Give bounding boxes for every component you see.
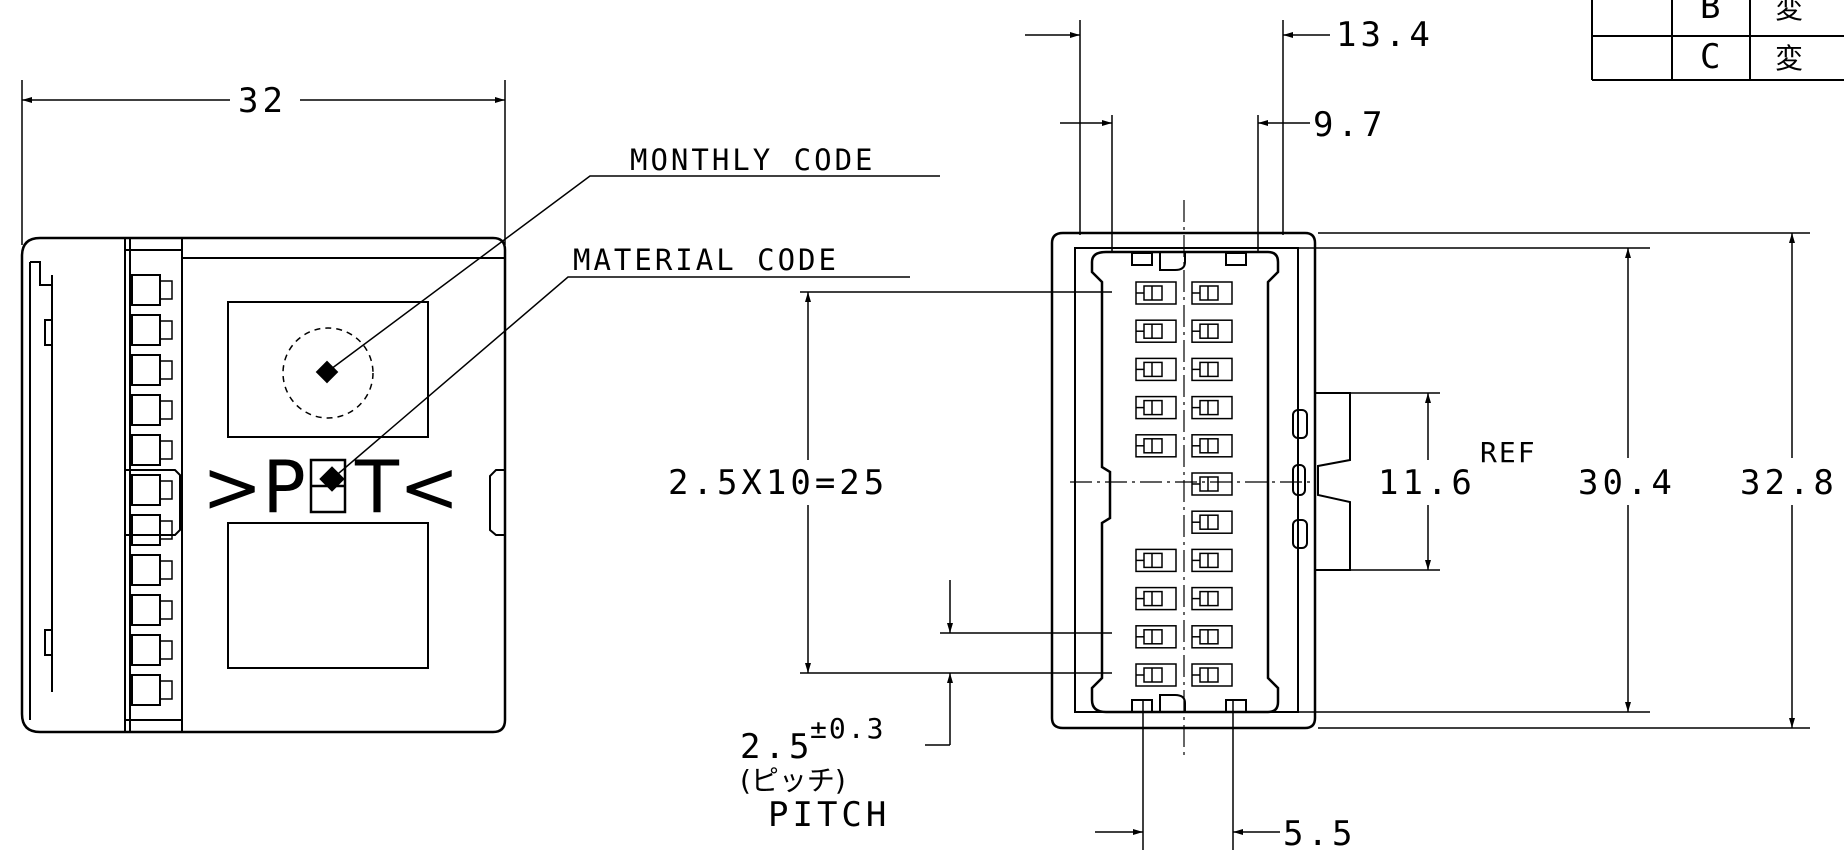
- dim-5-5: 5.5: [1283, 814, 1356, 852]
- terminal-slot: [131, 594, 161, 626]
- terminal-right: [1191, 357, 1233, 382]
- terminal-right: [1191, 472, 1233, 496]
- marking-b-with-marker: [309, 458, 347, 514]
- terminal-right: [1191, 548, 1233, 573]
- monthly-code-circle: [282, 327, 374, 419]
- pitch-tolerance: ±0.3: [810, 712, 885, 745]
- terminal-left: [1135, 548, 1177, 573]
- terminal-right: [1191, 510, 1233, 534]
- terminal-slot-latch: [159, 520, 173, 540]
- terminal-left: [1135, 586, 1177, 611]
- dim-outer-height: 32.8: [1740, 463, 1838, 503]
- dim-width-32: 32: [238, 81, 287, 121]
- terminal-slot: [131, 354, 161, 386]
- connector-body-outline: [20, 236, 507, 734]
- rev-b: B: [1700, 0, 1724, 27]
- rev-b-desc: 変: [1775, 0, 1803, 25]
- terminal-slot-latch: [159, 560, 173, 580]
- terminal-slot: [131, 394, 161, 426]
- pitch-jp-label: (ピッチ): [740, 764, 846, 797]
- revision-table: B 変 C 変: [1591, 0, 1844, 81]
- terminal-left: [1135, 281, 1177, 305]
- terminal-slot: [131, 634, 161, 666]
- terminal-slot-latch: [159, 480, 173, 500]
- mating-face-view: 13.4 9.7 5.5 2.5X10=25 2.5 ±0.3 (ピッチ) PI…: [668, 15, 1838, 852]
- monthly-code-area: [227, 301, 429, 438]
- dim-ref-value: 11.6: [1378, 463, 1476, 503]
- terminal-slot: [131, 314, 161, 346]
- terminal-slot: [131, 474, 161, 506]
- material-code-label: MATERIAL CODE: [573, 243, 839, 277]
- terminal-slot: [131, 674, 161, 706]
- terminal-slot: [131, 434, 161, 466]
- terminal-left: [1135, 319, 1177, 343]
- terminal-right: [1191, 395, 1233, 420]
- terminal-right: [1191, 434, 1233, 458]
- front-view: 32 >P T<: [20, 80, 940, 734]
- terminal-slot-latch: [159, 680, 173, 700]
- terminal-slot: [131, 554, 161, 586]
- monthly-code-label: MONTHLY CODE: [630, 143, 876, 177]
- terminal-right: [1191, 625, 1233, 649]
- terminal-right: [1191, 586, 1233, 611]
- cavity-outline: [1090, 250, 1280, 714]
- terminal-left: [1135, 395, 1177, 420]
- terminal-left: [1135, 357, 1177, 382]
- dim-13-4: 13.4: [1336, 15, 1434, 55]
- marking-left: >P: [202, 445, 306, 529]
- terminal-slot: [131, 274, 161, 306]
- housing-outline: [1050, 231, 1317, 730]
- terminal-slot-latch: [159, 440, 173, 460]
- latch: [1315, 392, 1351, 571]
- terminal-slot-latch: [159, 400, 173, 420]
- terminal-slot-latch: [159, 280, 173, 300]
- rev-c-desc: 変: [1775, 42, 1803, 75]
- terminal-right: [1191, 663, 1233, 687]
- marking-right: T<: [354, 445, 459, 529]
- pitch-value: 2.5: [740, 727, 813, 767]
- pitch-en-label: PITCH: [768, 795, 890, 835]
- terminal-right: [1191, 319, 1233, 343]
- terminal-left: [1135, 434, 1177, 458]
- dim-pitch-total: 2.5X10=25: [668, 463, 888, 503]
- terminal-slot: [131, 514, 161, 546]
- terminal-left: [1135, 663, 1177, 687]
- terminal-left: [1135, 625, 1177, 649]
- dim-ref-suffix: REF: [1480, 436, 1537, 469]
- terminal-ladder: [131, 274, 173, 706]
- terminal-slot-latch: [159, 320, 173, 340]
- rev-c: C: [1700, 37, 1724, 77]
- label-area-lower: [227, 522, 429, 669]
- terminal-right: [1191, 281, 1233, 305]
- terminal-slot-latch: [159, 640, 173, 660]
- dim-9-7: 9.7: [1313, 105, 1386, 145]
- dim-inner-height: 30.4: [1578, 463, 1676, 503]
- terminal-slot-latch: [159, 360, 173, 380]
- terminal-slot-latch: [159, 600, 173, 620]
